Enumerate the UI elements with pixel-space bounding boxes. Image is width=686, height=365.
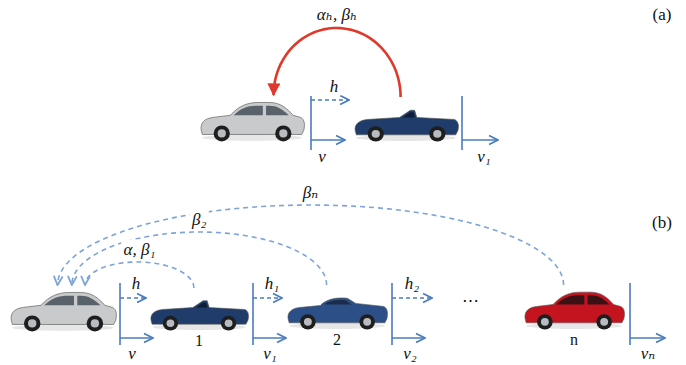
vehicle: n [522, 285, 626, 349]
car-hub [91, 319, 99, 327]
vehicle: 2 [285, 285, 389, 349]
position-tick [391, 283, 393, 345]
car-wheel [596, 314, 612, 329]
headway-arrow [392, 297, 432, 299]
car-wheel [24, 315, 41, 331]
math-label: v [316, 147, 328, 166]
position-tick [461, 96, 463, 150]
car-wheel [537, 314, 553, 329]
car-hub [600, 318, 608, 326]
vehicle-number: n [522, 331, 626, 349]
velocity-arrow [120, 337, 153, 339]
velocity-arrow [630, 337, 665, 339]
car-hub [433, 130, 441, 138]
velocity-arrow [392, 337, 425, 339]
math-label: vₙ [639, 344, 657, 363]
car-hub [541, 318, 549, 326]
car-hub [363, 318, 371, 326]
car-window [196, 303, 207, 308]
car-wheel [87, 315, 104, 331]
math-label: h₂ [403, 274, 421, 293]
edge-label: αₕ, βₕ [315, 5, 360, 24]
vehicle [198, 95, 306, 143]
car-hub [225, 319, 233, 326]
car-illustration [8, 285, 118, 333]
influence-arrow [274, 28, 401, 97]
car-hub [167, 319, 175, 326]
car-window [266, 106, 289, 116]
car-hub [28, 319, 36, 327]
vehicle [8, 285, 118, 333]
math-label: h [130, 274, 143, 293]
vehicle: 1 [148, 288, 250, 350]
edge-label: β₂ [190, 210, 208, 229]
car-hub [218, 129, 226, 137]
math-label: h [328, 77, 341, 96]
math-label: v₂ [401, 344, 418, 363]
car-wheel [214, 125, 230, 141]
edge-label: α, β₁ [122, 240, 158, 259]
car-wheel [359, 314, 375, 329]
car-illustration [522, 285, 626, 331]
vehicle [352, 97, 460, 143]
car-window [234, 106, 263, 116]
headway-arrow [253, 297, 282, 299]
math-label: v₁ [475, 147, 492, 166]
car-illustration [148, 288, 250, 332]
math-label: ⋯ [460, 291, 481, 310]
car-hub [304, 318, 312, 326]
math-label: v [126, 344, 138, 363]
car-hub [372, 130, 380, 138]
headway-arrow [311, 99, 349, 101]
math-label: v₁ [261, 344, 278, 363]
car-illustration [285, 285, 389, 331]
car-illustration [352, 97, 460, 143]
math-label: (b) [650, 213, 674, 232]
car-window [588, 295, 610, 304]
car-wheel [163, 316, 178, 331]
car-wheel [221, 316, 236, 331]
position-tick [310, 96, 312, 150]
velocity-arrow [253, 337, 286, 339]
headway-arrow [120, 297, 146, 299]
car-window [44, 296, 74, 306]
position-tick [119, 283, 121, 345]
car-illustration [198, 95, 306, 143]
car-hub [279, 129, 287, 137]
velocity-arrow [311, 139, 345, 141]
vehicle-number: 1 [148, 332, 250, 350]
position-tick [252, 283, 254, 345]
car-wheel [368, 126, 384, 141]
vehicle-number: 2 [285, 331, 389, 349]
math-label: h₁ [263, 274, 281, 293]
velocity-arrow [462, 139, 498, 141]
car-wheel [300, 314, 316, 329]
influence-arc [72, 232, 327, 285]
math-label: (a) [651, 5, 674, 24]
car-wheel [429, 126, 445, 141]
car-wheel [275, 125, 291, 141]
edge-label: βₙ [301, 183, 320, 202]
car-window [325, 300, 352, 304]
car-window [77, 296, 100, 306]
car-window [556, 295, 584, 304]
position-tick [629, 283, 631, 345]
car-window [403, 112, 415, 117]
